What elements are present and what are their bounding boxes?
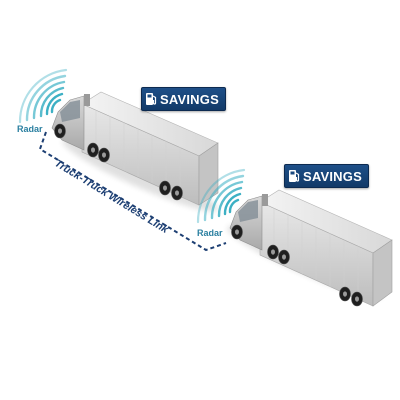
savings-badge-lead: SAVINGS: [141, 87, 226, 111]
fuel-pump-icon: [285, 165, 303, 187]
savings-badge-follow: SAVINGS: [284, 164, 369, 188]
radar-label-lead: Radar: [17, 124, 43, 134]
savings-label: SAVINGS: [160, 91, 219, 107]
radar-waves-follow: [196, 168, 246, 224]
radar-waves-lead: [18, 68, 68, 124]
radar-label-follow: Radar: [197, 228, 223, 238]
fuel-pump-icon: [142, 88, 160, 110]
savings-label: SAVINGS: [303, 168, 362, 184]
truck-lead: [51, 91, 219, 212]
wireless-link-line: [38, 131, 227, 252]
truck-follow: [227, 189, 393, 307]
